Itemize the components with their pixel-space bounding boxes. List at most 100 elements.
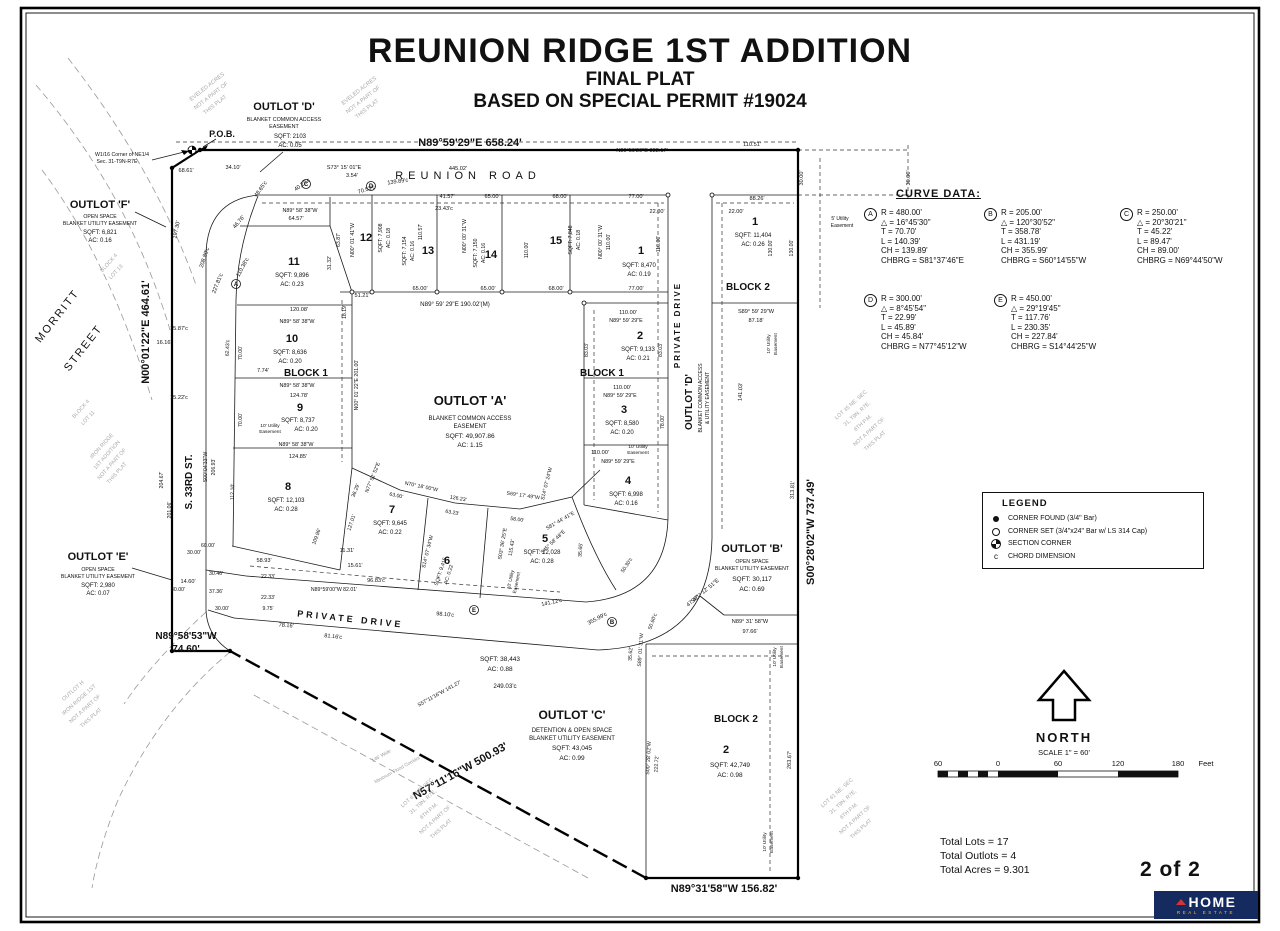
pob-label: P.O.B. — [209, 129, 235, 139]
curve-marker-d: D — [369, 184, 374, 190]
dim-label: Easement — [773, 333, 779, 355]
dim-label: 58.00' — [510, 516, 525, 524]
scale-note: SCALE 1" = 60' — [1038, 748, 1090, 757]
dim-label: 11.31' — [340, 548, 355, 554]
curve-marker-e-circle — [469, 605, 479, 615]
lot-2-block2-number: 2 — [723, 744, 729, 756]
outlot-a-label: OUTLOT 'A' — [434, 393, 507, 408]
dim-label: 46.76' — [232, 215, 246, 230]
dim-label: AC: 0.16 — [410, 241, 416, 261]
dim-label: 98.10'c — [436, 611, 455, 619]
lot-15-number: 15 — [550, 235, 562, 247]
dim-label: AC: 0.20 — [278, 359, 302, 365]
dim-label: 263.67' — [787, 751, 794, 769]
outlot-f-leader — [134, 211, 167, 228]
dim-label: 206.93' — [211, 459, 217, 476]
dim-label: 112.10' — [230, 484, 237, 501]
curve-marker-c-circle — [301, 179, 311, 189]
curve-values: R = 450.00'△ = 29°19'45"T = 117.76'L = 2… — [1011, 294, 1096, 351]
dim-label: 3.54' — [346, 173, 358, 179]
dim-label: BLANKET COMMON ACCESS — [698, 363, 704, 433]
curve-value-line: CH = 355.99' — [1001, 246, 1048, 255]
dim-label: 124.78' — [290, 393, 308, 399]
dim-label: 63.87' — [336, 233, 342, 247]
lot-2-number: 2 — [637, 330, 643, 342]
dim-label: AC: 0.07 — [86, 591, 110, 597]
dim-label: 110.51' — [743, 142, 761, 148]
lot-6-number: 6 — [444, 555, 450, 567]
dim-label: 22.33' — [261, 574, 275, 580]
dim-label: OPEN SPACE — [83, 214, 117, 220]
dim-label: SQFT: 30,117 — [732, 576, 772, 583]
dim-label: 227.81'c — [211, 273, 224, 295]
curve-marker-d-circle — [366, 181, 376, 191]
curve-value-line: CH = 89.00' — [1137, 246, 1180, 255]
dim-label: 110.00' — [606, 234, 612, 250]
legend-heading: LEGEND — [1002, 498, 1048, 509]
curve-values: R = 250.00'△ = 20°30'21"T = 45.22'L = 89… — [1137, 208, 1223, 265]
east-boundary-dim: S00°28'02"W 737.49' — [805, 479, 817, 585]
dim-label: SQFT: 7,848 — [568, 225, 574, 254]
dim-label: S69° 17' 49"W — [506, 491, 540, 502]
dim-label: 30.00' — [799, 170, 805, 185]
dim-label: AC: 0.88 — [487, 666, 513, 673]
dim-label: 127.01' — [347, 514, 358, 532]
pob-arrow — [200, 138, 217, 151]
dim-label: 40.23'c — [293, 177, 311, 192]
dim-label: 120.08' — [290, 307, 308, 313]
dim-label: AC: 0.99 — [559, 755, 585, 762]
outlot-b-label: OUTLOT 'B' — [721, 543, 783, 555]
dim-label: 10' Utility — [260, 423, 280, 429]
dim-label: AC: 0.28 — [274, 507, 298, 513]
dim-label: BLANKET UTILITY EASEMENT — [529, 736, 615, 742]
dim-label: SQFT: 8,636 — [273, 350, 307, 356]
dim-label: 78.00' — [660, 415, 666, 429]
dim-label: SQFT: 12,028 — [523, 550, 561, 556]
curve-values: R = 205.00'△ = 120°30'52"T = 358.78'L = … — [1001, 208, 1086, 265]
dim-label: SQFT: 11,404 — [735, 233, 772, 239]
plat-boundary — [170, 148, 800, 880]
dim-label: BLANKET COMMON ACCESS — [247, 117, 322, 123]
dim-label: 35.65' — [578, 543, 585, 557]
dim-label: 31.32' — [327, 256, 333, 270]
dim-label: & UTILITY EASEMENT — [705, 372, 711, 424]
dim-label: AC: 0.20 — [294, 427, 318, 433]
dim-label: 83.03' — [658, 343, 664, 357]
dim-label: 62.43'c — [225, 339, 232, 356]
dim-label: AC: 0.23 — [280, 282, 304, 288]
dim-label: 115.43' — [508, 539, 517, 556]
dim-label: AC: 0.16 — [88, 238, 112, 244]
dim-label: SQFT: 7,150 — [473, 238, 479, 267]
dim-label: 78.16' — [278, 622, 294, 629]
dim-label: AC: 0.22 — [443, 564, 455, 585]
dim-label: SQFT: 6,821 — [83, 230, 117, 236]
block-1-label-west: BLOCK 1 — [284, 368, 328, 379]
legend-item-label: CHORD DIMENSION — [1008, 552, 1076, 560]
section-symbol-icon — [990, 539, 1002, 550]
dim-label: EASEMENT — [269, 124, 299, 130]
dim-label: SQFT: 38,443 — [480, 656, 520, 663]
plat-title: REUNION RIDGE 1ST ADDITION — [367, 32, 913, 70]
dim-label: 30.00' — [215, 606, 229, 612]
dim-label: Easement — [259, 429, 281, 435]
lot-10-number: 10 — [286, 333, 298, 345]
existing-street-lines — [35, 57, 589, 889]
dim-label: 110.00' — [619, 310, 637, 316]
dim-label: 68.00' — [548, 286, 563, 292]
dim-label: EASEMENT — [453, 424, 486, 430]
dim-label: 14.60' — [180, 579, 195, 585]
dim-label: S89° 01' 31"W — [637, 633, 645, 667]
lot-8-number: 8 — [285, 481, 291, 493]
dim-label: SQFT: 2103 — [274, 134, 307, 140]
dim-label: 10' Utility — [762, 832, 768, 852]
curve-value-line: CHBRG = S60°14'55"W — [1001, 255, 1087, 265]
dim-label: N00° 00' 31"W — [462, 219, 468, 253]
legend-item-dot: CORNER FOUND (3/4" Bar) — [990, 513, 1196, 526]
plat-subtitle-1: FINAL PLAT — [585, 69, 695, 90]
curve-marker-b-circle — [607, 617, 617, 627]
dim-label: N89° 58' 38"W — [278, 442, 314, 448]
lot-12-number: 12 — [360, 232, 372, 244]
dim-label: 74.60' — [172, 644, 199, 655]
